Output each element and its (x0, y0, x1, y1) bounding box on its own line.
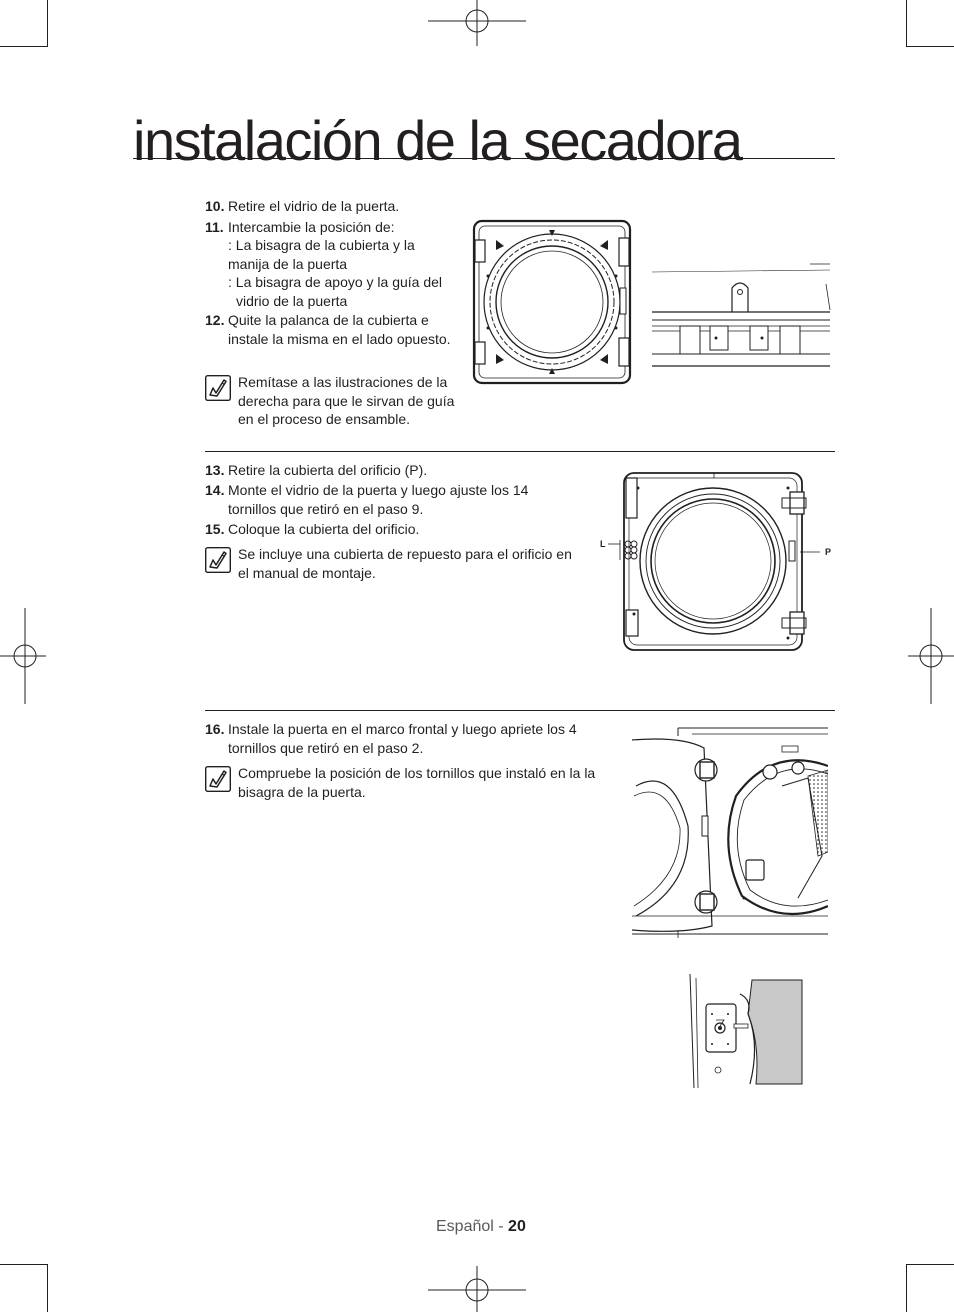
page-footer: Español - 20 (436, 1218, 526, 1236)
step-text: Coloque la cubierta del orificio. (228, 521, 420, 537)
step-12: 12. Quite la palanca de la cubierta e in… (205, 311, 465, 348)
step-line: Instale la puerta en el marco frontal y … (228, 721, 577, 737)
section-divider (205, 451, 835, 452)
registration-mark-icon (0, 608, 46, 704)
page-number: 20 (508, 1218, 526, 1235)
note-line: Compruebe la posición de los tornillos q… (238, 765, 596, 781)
note-line: en el proceso de ensamble. (238, 411, 410, 428)
note-text: Remítase a las ilustraciones de la derec… (238, 373, 454, 429)
step-line: Monte el vidrio de la puerta y luego aju… (228, 482, 529, 498)
door-glass-illustration: L P (600, 472, 831, 651)
step-number: 16. (205, 721, 225, 737)
note-2: Se incluye una cubierta de repuesto para… (205, 545, 600, 585)
hinge-detail-illustration (651, 263, 831, 367)
step-11: 11. Intercambie la posición de: (205, 218, 455, 237)
step-number: 13. (205, 462, 225, 478)
step-number: 15. (205, 521, 225, 537)
step-text: Retire la cubierta del orificio (P). (228, 462, 428, 478)
page-title: instalación de la secadora (133, 109, 743, 172)
step-16: 16. Instale la puerta en el marco fronta… (205, 720, 605, 757)
step-13: 13. Retire la cubierta del orificio (P). (205, 461, 585, 480)
step-line: tornillos que retiró en el paso 2. (228, 739, 424, 756)
step-10: 10. Retire el vidrio de la puerta. (205, 197, 455, 216)
step-15: 15. Coloque la cubierta del orificio. (205, 520, 585, 539)
note-line: el manual de montaje. (238, 564, 376, 581)
footer-language: Español - (436, 1218, 509, 1235)
door-install-illustration (632, 727, 828, 938)
sub-item-line: vidrio de la puerta (236, 292, 348, 309)
note-text: Se incluye una cubierta de repuesto para… (238, 545, 572, 582)
step-line: Quite la palanca de la cubierta e (228, 312, 429, 328)
note-1: Remítase a las ilustraciones de la derec… (205, 373, 475, 433)
sub-item-2: : La bisagra de apoyo y la guía del vidr… (228, 273, 468, 310)
step-text: Monte el vidrio de la puerta y luego aju… (228, 481, 585, 518)
step-number: 11. (205, 219, 224, 235)
step-number: 14. (205, 482, 225, 498)
label-p: P (825, 547, 831, 557)
note-pencil-icon (205, 375, 231, 401)
note-3: Compruebe la posición de los tornillos q… (205, 764, 615, 804)
door-frame-illustration (472, 219, 632, 385)
label-l: L (600, 539, 606, 549)
note-pencil-icon (205, 547, 231, 573)
registration-mark-icon (428, 1266, 526, 1312)
hinge-screw-illustration (689, 974, 803, 1089)
step-number: 12. (205, 312, 225, 328)
sub-item-line: : La bisagra de la cubierta y la (228, 237, 415, 253)
step-text: Quite la palanca de la cubierta e instal… (228, 311, 465, 348)
step-number: 10. (205, 198, 225, 214)
title-rule (133, 158, 835, 159)
note-line: derecha para que le sirvan de guía (238, 392, 455, 409)
step-text: Retire el vidrio de la puerta. (228, 198, 400, 214)
step-text: Intercambie la posición de: (228, 219, 395, 235)
note-line: bisagra de la puerta. (238, 783, 366, 800)
sub-item-line: : La bisagra de apoyo y la guía del (228, 274, 443, 290)
sub-item-line: manija de la puerta (228, 255, 348, 272)
step-14: 14. Monte el vidrio de la puerta y luego… (205, 481, 585, 518)
sub-item-1: : La bisagra de la cubierta y la manija … (228, 236, 468, 273)
step-line: instale la misma en el lado opuesto. (228, 330, 451, 347)
note-pencil-icon (205, 766, 231, 792)
step-line: tornillos que retiró en el paso 9. (228, 500, 424, 517)
registration-mark-icon (428, 0, 526, 46)
section-divider (205, 710, 835, 711)
step-text: Instale la puerta en el marco frontal y … (228, 720, 605, 757)
note-line: Remítase a las ilustraciones de la (238, 374, 448, 390)
note-line: Se incluye una cubierta de repuesto para… (238, 546, 572, 562)
registration-mark-icon (908, 608, 954, 704)
note-text: Compruebe la posición de los tornillos q… (238, 764, 595, 801)
